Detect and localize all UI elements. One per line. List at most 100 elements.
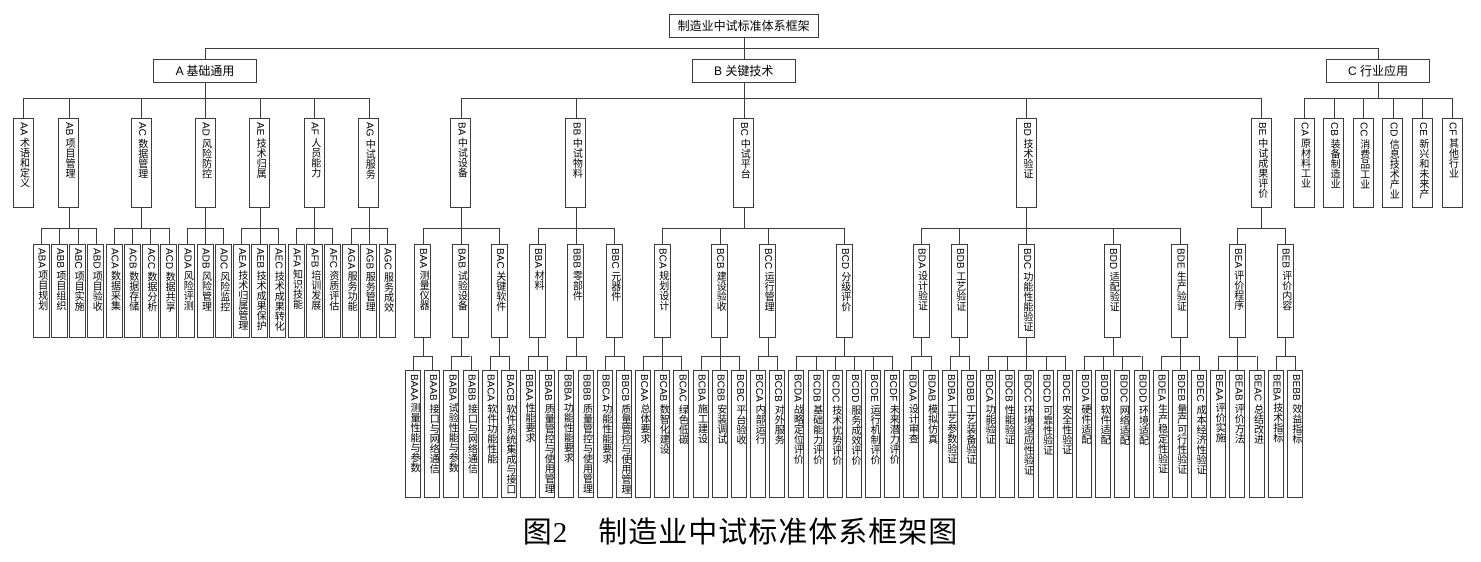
connector-line <box>387 228 388 244</box>
figure-caption: 图2 制造业中试标准体系框架图 <box>522 517 959 549</box>
connector-line <box>575 228 577 244</box>
node-BDBB: BDBB 工艺装备验证 <box>960 370 977 498</box>
node-AE: AE 技术归属 <box>249 118 271 208</box>
node-BABA: BABA 试验性能与参数 <box>443 370 460 498</box>
connector-line <box>1304 98 1452 99</box>
connector-line <box>949 356 969 357</box>
node-BACB: BACB 软件系统集成与接口 <box>500 370 517 498</box>
node-C: C 行业应用 <box>1326 59 1430 83</box>
connector-line <box>332 228 334 244</box>
node-CE: CE 新兴和未来产业 <box>1411 118 1433 208</box>
connector-line <box>1007 356 1009 370</box>
connector-line <box>1261 208 1263 228</box>
connector-line <box>168 228 170 244</box>
node-BCAC: BCAC 绿色低碳 <box>673 370 690 498</box>
node-BBAA: BBAA 性能要求 <box>520 370 536 498</box>
connector-line <box>1083 356 1085 370</box>
connector-line <box>141 98 143 118</box>
connector-line <box>95 228 97 244</box>
connector-line <box>758 356 778 357</box>
connector-line <box>499 338 501 356</box>
connector-line <box>205 98 206 118</box>
node-BCDD: BCDD 服务成效评价 <box>845 370 862 498</box>
connector-line <box>844 228 846 244</box>
connector-line <box>930 356 932 370</box>
connector-line <box>1452 98 1453 118</box>
connector-line <box>241 228 278 229</box>
connector-line <box>1112 338 1114 356</box>
connector-line <box>777 356 779 370</box>
node-ACD: ACD 数据共享 <box>160 244 178 338</box>
node-BCBC: BCBC 平台验收 <box>730 370 747 498</box>
connector-line <box>460 98 462 118</box>
node-BDDC: BDDC 网络适配 <box>1114 370 1131 498</box>
connector-line <box>1378 83 1379 98</box>
connector-line <box>1285 228 1287 244</box>
connector-line <box>1218 356 1257 357</box>
connector-line <box>921 338 922 356</box>
connector-line <box>1160 356 1199 357</box>
node-ABB: ABB 项目组织 <box>50 244 68 338</box>
connector-line <box>314 98 316 118</box>
connector-line <box>23 98 369 99</box>
connector-line <box>186 228 188 244</box>
connector-line <box>537 338 539 356</box>
connector-line <box>1237 228 1239 244</box>
connector-line <box>604 356 606 370</box>
node-AFC: AFC 资质评估 <box>323 244 341 338</box>
connector-line <box>1261 98 1263 118</box>
connector-line <box>460 228 462 244</box>
connector-line <box>205 208 206 228</box>
node-BD: BD 技术验证 <box>1015 118 1037 208</box>
connector-line <box>1256 356 1258 370</box>
node-AGC: AGC 服务成效 <box>378 244 396 338</box>
connector-line <box>186 228 224 229</box>
connector-line <box>413 356 414 370</box>
connector-line <box>451 356 453 370</box>
connector-line <box>460 208 462 228</box>
connector-line <box>223 228 225 244</box>
connector-line <box>1275 356 1295 357</box>
node-BCD: BCD 分级评价 <box>835 244 853 338</box>
node-BCBA: BCBA 施工建设 <box>692 370 709 498</box>
connector-line <box>1112 228 1114 244</box>
connector-line <box>681 356 683 370</box>
node-ADC: ADC 风险监控 <box>214 244 232 338</box>
node-ABD: ABD 项目验收 <box>87 244 105 338</box>
connector-line <box>1218 356 1220 370</box>
connector-line <box>662 228 664 244</box>
connector-line <box>988 356 990 370</box>
connector-line <box>1026 356 1028 370</box>
connector-line <box>911 356 913 370</box>
node-BABB: BABB 接口与网络通信 <box>462 370 479 498</box>
node-AD: AD 风险防控 <box>194 118 216 208</box>
node-BDE: BDE 生产验证 <box>1171 244 1189 338</box>
node-BDDB: BDDB 软件适配 <box>1095 370 1112 498</box>
connector-line <box>719 356 721 370</box>
connector-line <box>873 356 875 370</box>
connector-line <box>815 356 817 370</box>
connector-line <box>1199 356 1200 370</box>
connector-line <box>114 228 115 244</box>
node-BDEC: BDEC 成本经济性验证 <box>1191 370 1207 498</box>
connector-line <box>422 338 424 356</box>
node-BBBA: BBBA 功能性能要求 <box>558 370 575 498</box>
connector-line <box>700 356 739 357</box>
node-A: A 基础通用 <box>153 59 257 83</box>
connector-line <box>921 228 922 244</box>
connector-line <box>1304 98 1305 118</box>
connector-line <box>368 208 370 228</box>
connector-line <box>844 338 846 356</box>
node-BDCA: BDCA 功能验证 <box>980 370 997 498</box>
node-BAA: BAA 测量仪器 <box>414 244 432 338</box>
connector-line <box>566 356 586 357</box>
connector-line <box>1237 338 1239 356</box>
connector-line <box>743 208 745 228</box>
connector-line <box>758 356 760 370</box>
connector-line <box>767 338 769 356</box>
node-BCDE: BCDE 运行机制评价 <box>865 370 882 498</box>
connector-line <box>350 228 387 229</box>
connector-line <box>1026 338 1028 356</box>
connector-line <box>911 356 931 357</box>
node-AFA: AFA 知识技能 <box>287 244 305 338</box>
